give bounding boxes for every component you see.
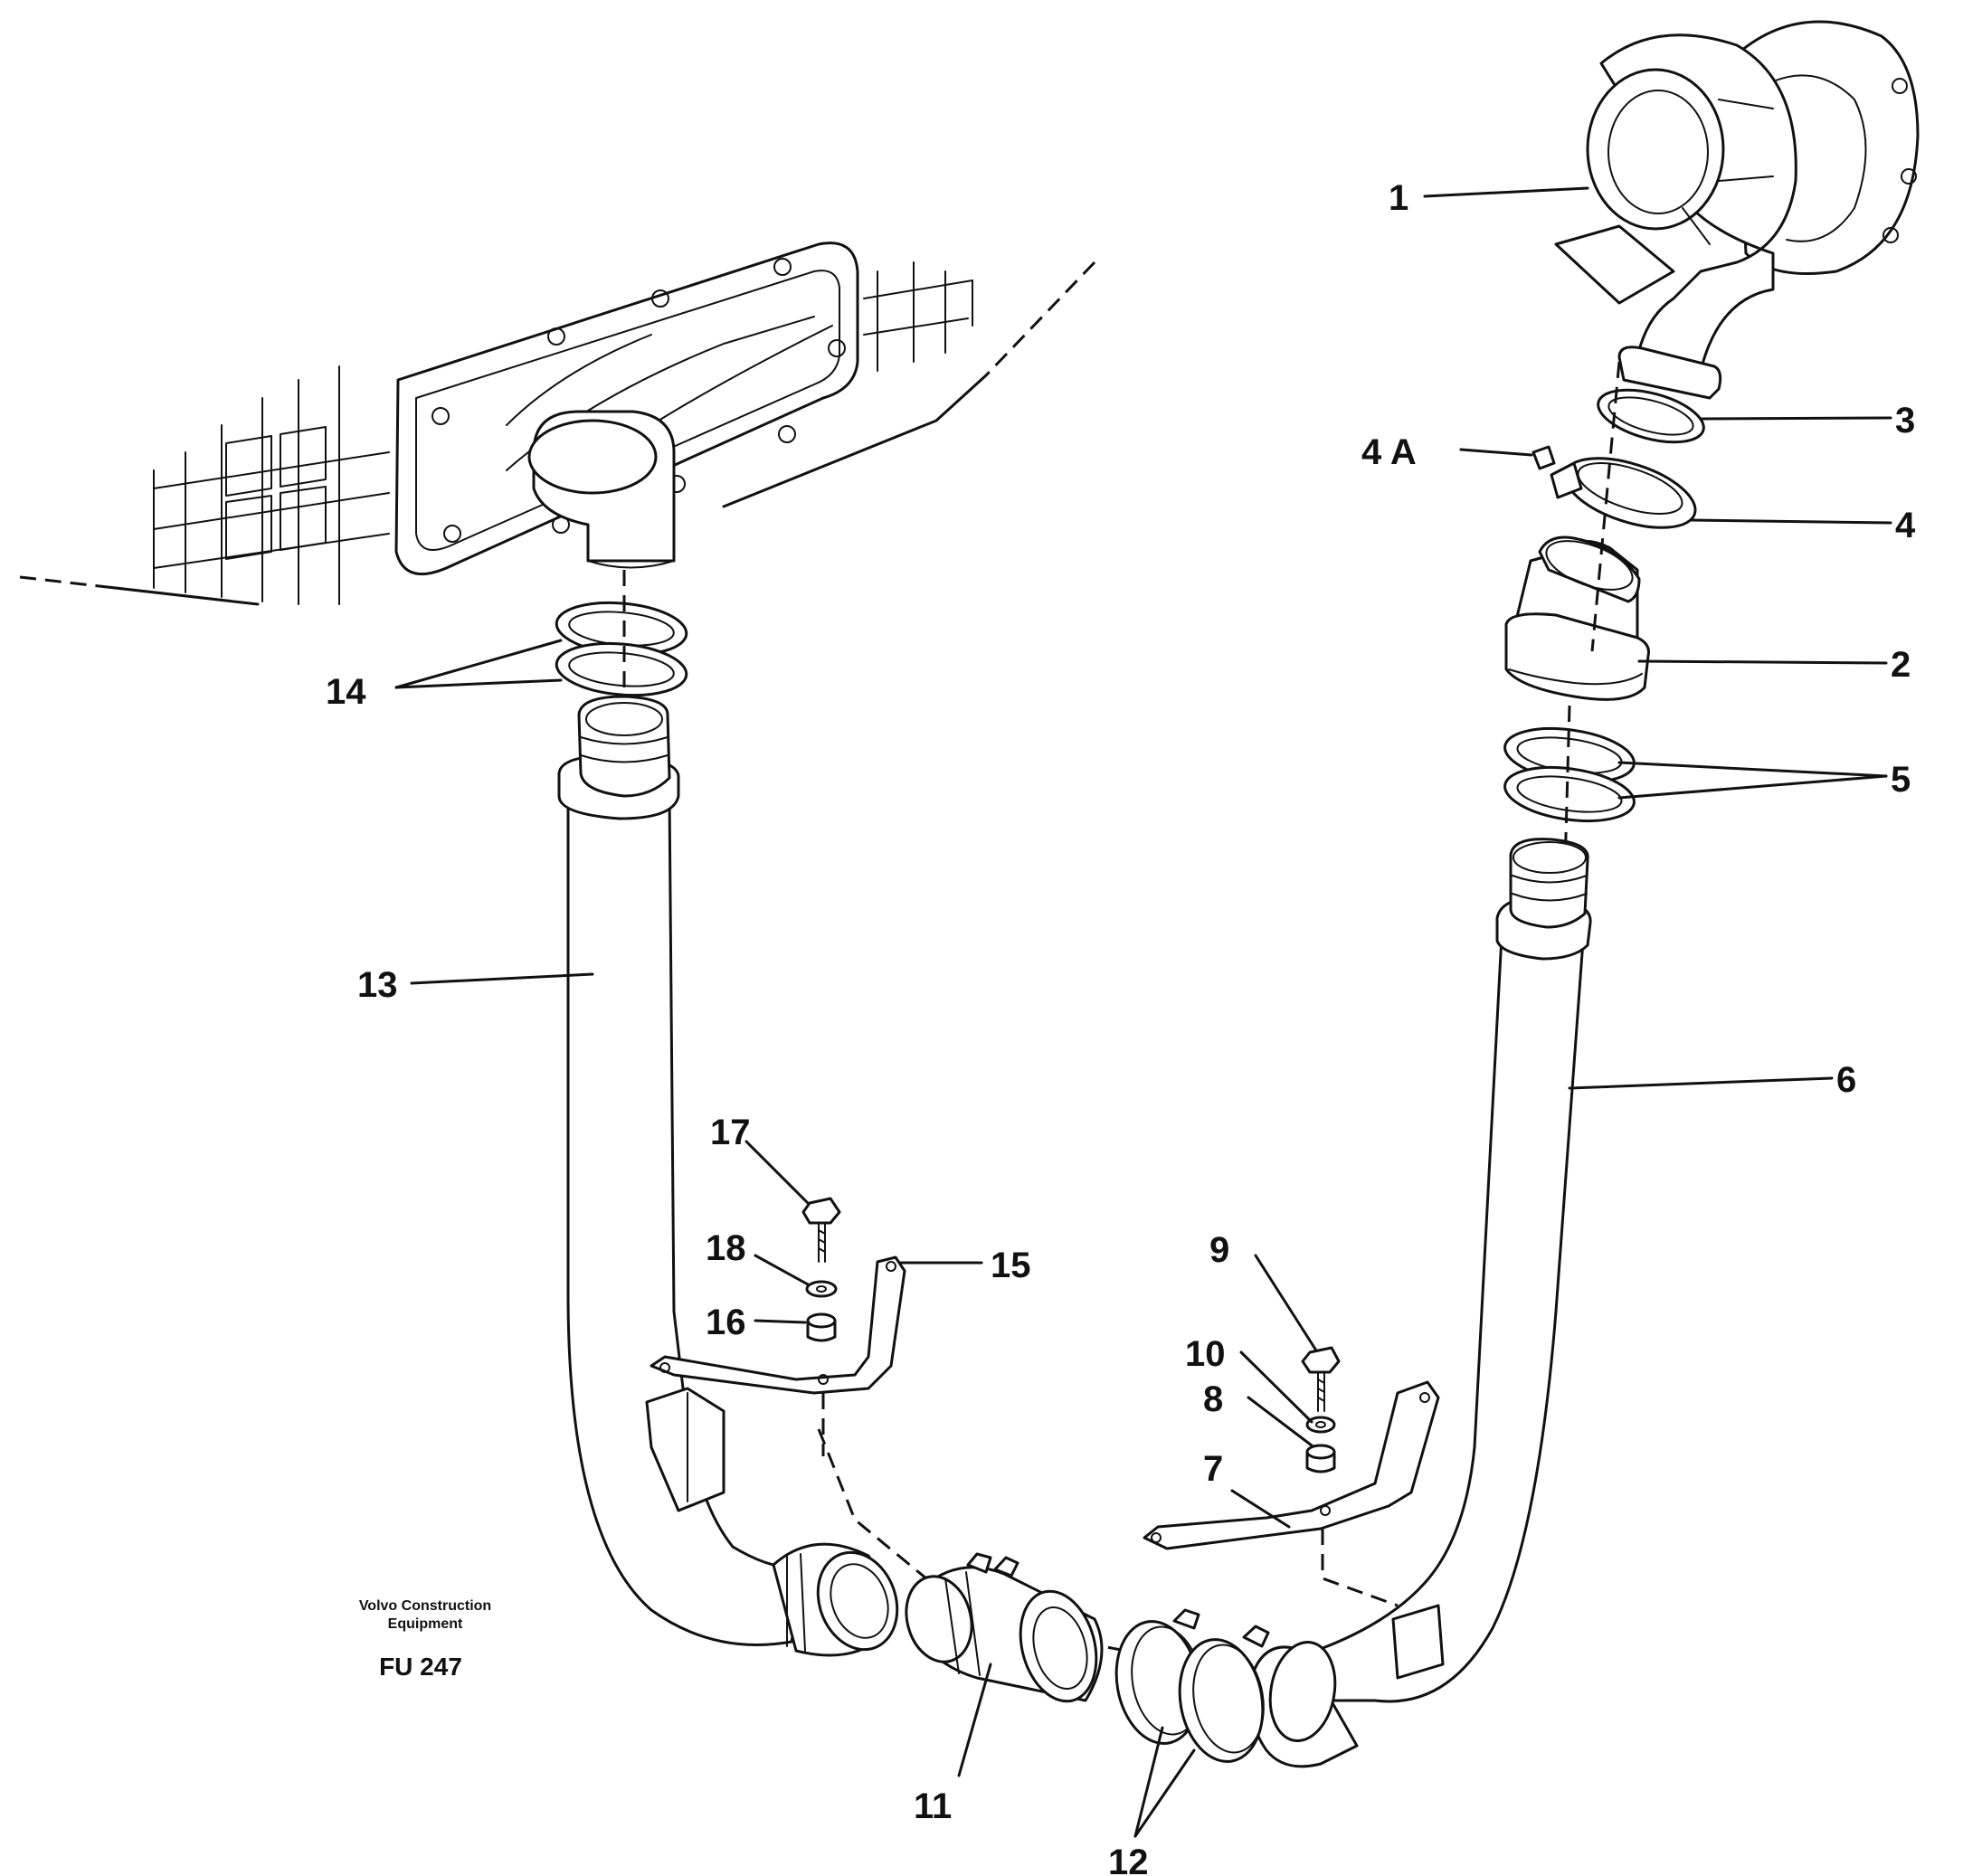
label-2: 2 xyxy=(1891,645,1911,685)
label-10: 10 xyxy=(1185,1334,1226,1374)
spacer-part-8 xyxy=(1305,1444,1336,1473)
spacer-part-16 xyxy=(806,1312,837,1342)
label-8: 8 xyxy=(1203,1379,1223,1419)
label-14: 14 xyxy=(326,672,366,712)
bolt-part-17 xyxy=(801,1197,841,1263)
label-7: 7 xyxy=(1203,1449,1223,1489)
label-17: 17 xyxy=(710,1113,751,1152)
caption-maker-line2: Equipment xyxy=(388,1616,463,1632)
label-3: 3 xyxy=(1895,401,1915,441)
turbocharger xyxy=(1554,20,1920,400)
label-6: 6 xyxy=(1836,1060,1856,1100)
label-11: 11 xyxy=(914,1786,952,1826)
washer-part-10 xyxy=(1305,1416,1336,1434)
charge-air-pipe-part-13 xyxy=(557,695,899,1657)
o-rings-part-14 xyxy=(555,601,688,697)
bracket-part-7 xyxy=(1143,1380,1440,1607)
label-18: 18 xyxy=(706,1228,746,1268)
label-5: 5 xyxy=(1891,760,1911,800)
label-15: 15 xyxy=(991,1246,1031,1285)
leader-lines xyxy=(394,186,1892,1838)
caption-maker-line1: Volvo Construction xyxy=(359,1598,491,1614)
label-9: 9 xyxy=(1209,1230,1229,1270)
washer-part-18 xyxy=(805,1280,838,1298)
gasket-part-3 xyxy=(1597,388,1705,444)
adapter-part-2 xyxy=(1504,535,1650,701)
hose-clamps-part-12 xyxy=(1114,1608,1270,1763)
diagram-caption: Volvo Construction Equipment FU 247 xyxy=(359,1598,491,1681)
hose-part-11 xyxy=(905,1552,1104,1703)
caption-figure-code: FU 247 xyxy=(379,1653,462,1681)
o-rings-part-5 xyxy=(1503,727,1636,822)
label-12: 12 xyxy=(1108,1843,1149,1876)
label-4a: 4 A xyxy=(1361,432,1417,472)
intake-manifold xyxy=(19,242,1096,606)
label-4: 4 xyxy=(1895,506,1916,545)
label-13: 13 xyxy=(357,965,398,1005)
callout-labels: 1 4 A 3 4 2 5 6 9 10 8 7 11 12 13 14 15 … xyxy=(326,178,1916,1876)
charge-air-pipe-part-6 xyxy=(1248,838,1592,1768)
bolt-part-9 xyxy=(1301,1346,1341,1412)
v-clamp-part-4 xyxy=(1532,445,1697,529)
label-16: 16 xyxy=(706,1303,746,1342)
bracket-part-15 xyxy=(650,1255,906,1456)
label-1: 1 xyxy=(1389,178,1408,218)
